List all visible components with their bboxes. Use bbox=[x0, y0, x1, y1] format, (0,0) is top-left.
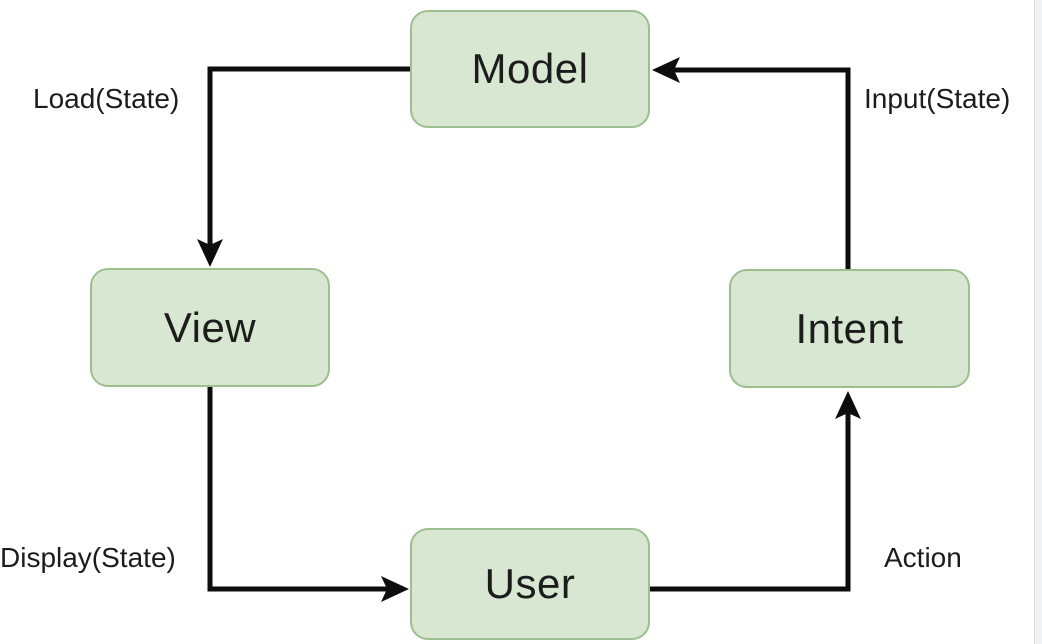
arrowhead-user-to-intent bbox=[835, 391, 861, 419]
edge-label-load-state: Load(State) bbox=[33, 83, 180, 114]
node-intent-label: Intent bbox=[795, 304, 904, 352]
node-view-label: View bbox=[163, 303, 257, 351]
edge-model-to-view bbox=[207, 66, 410, 246]
node-user-label: User bbox=[484, 560, 576, 607]
node-model-label: Model bbox=[471, 45, 589, 92]
page-edge-strip bbox=[1034, 0, 1042, 644]
edge-user-to-intent bbox=[650, 412, 851, 592]
node-user: User bbox=[410, 528, 650, 640]
node-view: View bbox=[90, 268, 330, 387]
arrowhead-intent-to-model bbox=[652, 57, 680, 83]
edge-view-to-user bbox=[207, 387, 388, 592]
edge-label-display-state: Display(State) bbox=[0, 542, 176, 573]
node-model: Model bbox=[410, 10, 650, 128]
edge-label-input-state: Input(State) bbox=[864, 83, 1011, 114]
node-intent: Intent bbox=[729, 269, 970, 388]
edge-label-action: Action bbox=[884, 542, 962, 573]
arrowhead-model-to-view bbox=[197, 239, 223, 267]
arrowhead-view-to-user bbox=[381, 576, 409, 602]
edge-intent-to-model bbox=[673, 67, 851, 269]
